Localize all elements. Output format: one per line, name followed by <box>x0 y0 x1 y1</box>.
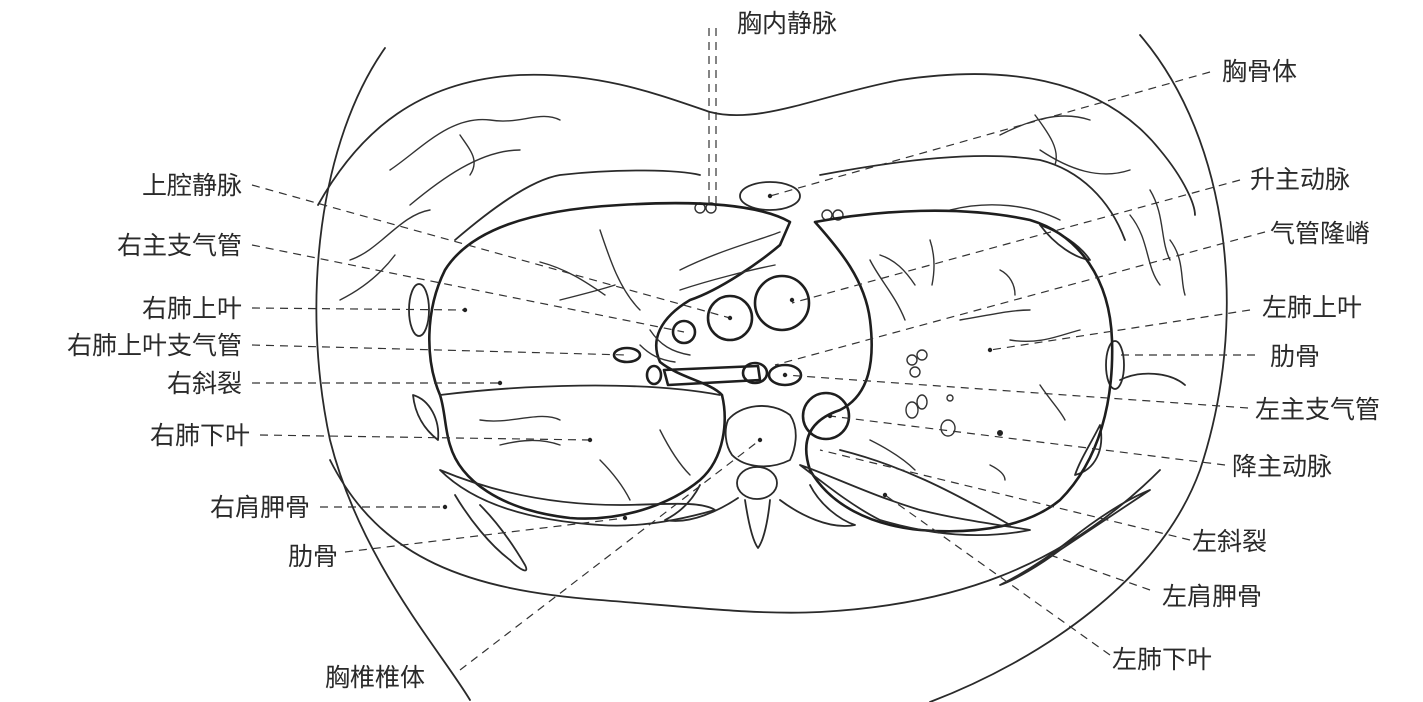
label-superior-vena-cava: 上腔静脉 <box>142 171 242 200</box>
right-lung <box>429 203 790 518</box>
label-right-main-bronchus: 右主支气管 <box>117 231 242 260</box>
label-right-lower-lobe: 右肺下叶 <box>150 421 250 450</box>
right-oblique-fissure-line <box>440 386 720 395</box>
label-descending-aorta: 降主动脉 <box>1232 452 1332 481</box>
label-left-oblique-fissure: 左斜裂 <box>1192 527 1267 556</box>
label-left-lower-lobe: 左肺下叶 <box>1112 645 1212 674</box>
ribs <box>409 225 1185 475</box>
pointer-dots <box>443 194 992 520</box>
label-sternum-body: 胸骨体 <box>1222 57 1297 86</box>
label-left-scapula: 左肩胛骨 <box>1162 582 1262 611</box>
label-carina: 气管隆嵴 <box>1270 219 1370 248</box>
ascending-aorta <box>755 276 809 330</box>
label-right-upper-lobe: 右肺上叶 <box>142 294 242 323</box>
label-internal-thoracic-vein: 胸内静脉 <box>737 9 837 38</box>
bronchi <box>614 321 801 385</box>
label-rib-right: 肋骨 <box>1270 342 1320 371</box>
label-right-oblique-fissure: 右斜裂 <box>167 369 242 398</box>
thoracic-vertebra <box>665 406 855 548</box>
label-rib-left: 肋骨 <box>288 542 338 571</box>
label-left-main-bronchus: 左主支气管 <box>1255 395 1380 424</box>
label-right-upper-lobe-bronchus: 右肺上叶支气管 <box>67 331 242 360</box>
label-ascending-aorta: 升主动脉 <box>1250 165 1350 194</box>
chest-wall-muscles <box>340 115 1185 300</box>
label-right-scapula: 右肩胛骨 <box>210 493 310 522</box>
right-scapula <box>440 470 715 570</box>
left-lung <box>806 211 1112 532</box>
label-left-upper-lobe: 左肺上叶 <box>1262 293 1362 322</box>
left-oblique-fissure-line <box>840 450 1010 525</box>
label-vertebral-body: 胸椎椎体 <box>325 663 425 692</box>
